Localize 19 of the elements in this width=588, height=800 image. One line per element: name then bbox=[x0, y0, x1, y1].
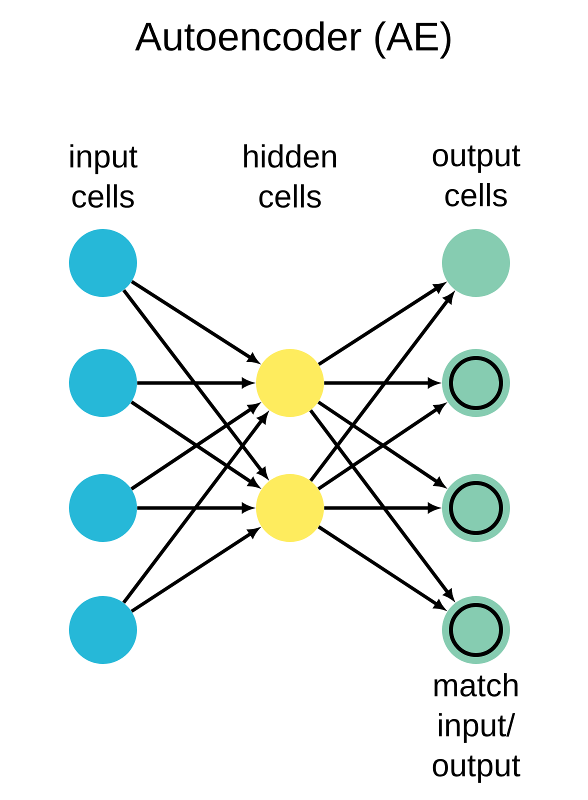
arrow bbox=[309, 409, 454, 600]
hidden-cell bbox=[256, 349, 324, 417]
note: match input/ output bbox=[432, 673, 520, 783]
input-cell bbox=[69, 596, 137, 664]
output-cell bbox=[442, 229, 510, 297]
input-cell bbox=[69, 229, 137, 297]
input-cell bbox=[69, 474, 137, 542]
arrow bbox=[130, 280, 258, 364]
arrow bbox=[318, 525, 445, 610]
column-heading: hidden cells bbox=[244, 144, 336, 208]
input-cell bbox=[69, 349, 137, 417]
arrow bbox=[309, 292, 454, 482]
hidden-cell bbox=[256, 474, 324, 542]
match-output-cell bbox=[442, 349, 510, 417]
arrow bbox=[122, 289, 268, 478]
match-output-cell bbox=[442, 474, 510, 542]
arrow bbox=[318, 282, 444, 366]
match-output-cell bbox=[442, 596, 510, 664]
title: Autoencoder (AE) bbox=[135, 21, 450, 59]
